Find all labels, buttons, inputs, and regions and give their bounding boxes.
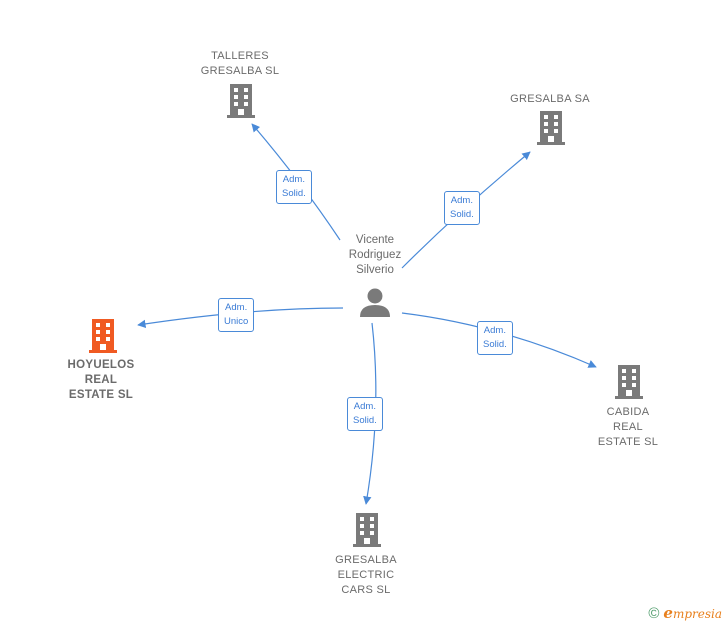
company-label-talleres[interactable]: TALLERES GRESALBA SL [200,50,280,77]
building-icon[interactable] [537,111,565,145]
company-label-gresalba-sa[interactable]: GRESALBA SA [510,93,590,105]
building-icon[interactable] [89,319,117,353]
brand-logo[interactable]: empresia [663,604,722,622]
copyright-icon: © [648,604,660,622]
edge-label-electric: Adm. Solid. [347,397,383,431]
building-icon[interactable] [615,365,643,399]
edge-label-cabida: Adm. Solid. [477,321,513,355]
footer-brand: © empresia [648,604,722,622]
edge-label-talleres: Adm. Solid. [276,170,312,204]
person-icon[interactable] [360,288,390,318]
building-icon[interactable] [227,84,255,118]
company-label-hoyuelos[interactable]: HOYUELOS REAL ESTATE SL [67,359,135,401]
brand-name: mpresia [672,607,722,621]
person-name[interactable]: Vicente Rodriguez Silverio [348,234,402,276]
edge-label-hoyuelos: Adm. Unico [218,298,255,332]
company-label-electric[interactable]: GRESALBA ELECTRIC CARS SL [335,554,397,596]
brand-initial: e [663,604,673,622]
edge-label-gresalba-sa: Adm. Solid. [444,191,480,225]
building-icon[interactable] [353,513,381,547]
company-label-cabida[interactable]: CABIDA REAL ESTATE SL [597,406,659,448]
